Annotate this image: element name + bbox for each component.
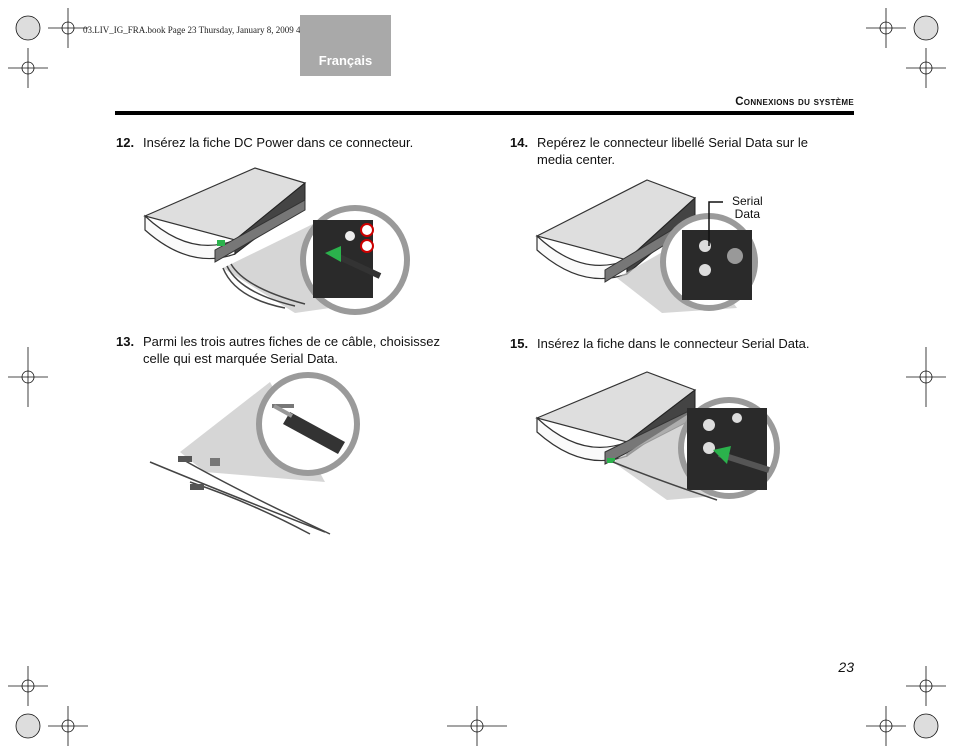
step-text: Insérez la fiche DC Power dans ce connec…: [143, 135, 414, 150]
step-text: Repérez le connecteur libellé Serial Dat…: [537, 135, 808, 167]
step-number: 14.: [510, 135, 529, 150]
illustration-serial-data-connector: [535, 179, 758, 313]
step-12: 12. Insérez la fiche DC Power dans ce co…: [116, 134, 483, 151]
step-number: 15.: [510, 336, 529, 351]
language-tab-label: Français: [318, 53, 373, 68]
step-number: 13.: [116, 334, 135, 349]
language-tab: Français: [300, 15, 391, 76]
chapter-title: Connexions du système: [735, 96, 854, 108]
print-file-info: 03.LIV_IG_FRA.book Page 23 Thursday, Jan…: [83, 25, 328, 35]
step-15: 15. Insérez la fiche dans le connecteur …: [510, 335, 847, 352]
step-14: 14. Repérez le connecteur libellé Serial…: [510, 134, 822, 168]
serial-data-callout: Serial Data: [732, 195, 763, 221]
step-number: 12.: [116, 135, 135, 150]
illustration-serial-data-insertion: [535, 371, 780, 501]
step-text: Insérez la fiche dans le connecteur Seri…: [537, 336, 810, 351]
header-rule: [115, 111, 854, 115]
illustration-dc-power-connection: [143, 167, 410, 315]
callout-line-2: Data: [734, 207, 761, 221]
step-13: 13. Parmi les trois autres fiches de ce …: [116, 333, 463, 367]
page-number: 23: [838, 659, 854, 675]
callout-line-1: Serial: [732, 194, 763, 208]
illustration-serial-data-plug: [149, 372, 360, 535]
step-text: Parmi les trois autres fiches de ce câbl…: [143, 334, 440, 366]
